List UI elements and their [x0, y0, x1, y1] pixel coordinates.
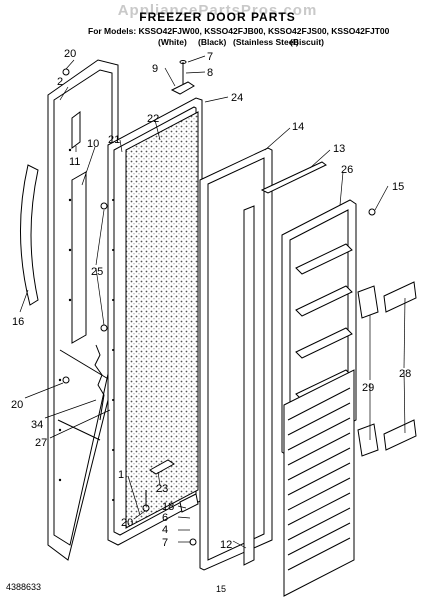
handle-trim-strip [71, 171, 87, 344]
top-hinge [170, 60, 195, 95]
callout-34: 34 [31, 419, 43, 431]
callout-9: 9 [152, 63, 158, 75]
callout-16: 16 [12, 316, 24, 328]
header: AppliancePartsPros.com FREEZER DOOR PART… [0, 0, 435, 60]
callout-2: 2 [57, 76, 63, 88]
callout-24: 24 [231, 92, 243, 104]
door-shelves [295, 243, 353, 401]
callout-20: 20 [64, 48, 76, 60]
callout-4: 4 [162, 524, 168, 536]
lower-liner [283, 369, 355, 597]
shelf-front [383, 281, 417, 313]
wire [94, 344, 105, 421]
models-label: For Models: KSSO42FJW00, KSSO42FJB00, KS… [88, 26, 390, 36]
watermark: AppliancePartsPros.com [117, 2, 318, 19]
callout-18: 18 [162, 501, 174, 513]
callout-11: 11 [69, 156, 80, 168]
callout-1: 1 [118, 469, 124, 481]
callout-labels: 2021110251620342797821242214132615282912… [11, 48, 411, 551]
callout-14: 14 [292, 121, 304, 133]
shelf-end-cap [357, 285, 379, 319]
callout-7: 7 [207, 51, 213, 63]
color-white: (White) [158, 37, 187, 47]
document-number: 4388633 [6, 582, 42, 592]
door-gasket [199, 147, 273, 571]
callout-25: 25 [91, 266, 103, 278]
insulation-panel [125, 111, 199, 529]
callout-23: 23 [156, 483, 168, 495]
callout-21: 21 [108, 134, 120, 146]
callout-8: 8 [207, 67, 213, 79]
color-biscuit: (Biscuit) [290, 37, 324, 47]
door-trim [260, 161, 327, 194]
callout-20: 20 [11, 399, 23, 411]
shelf-front [383, 419, 417, 451]
page-number: 15 [216, 584, 227, 594]
page-title: FREEZER DOOR PARTS [139, 10, 296, 24]
callout-7: 7 [162, 537, 168, 549]
callout-26: 26 [341, 164, 353, 176]
callout-15: 15 [392, 181, 404, 193]
callout-12: 12 [220, 539, 232, 551]
callout-27: 27 [35, 437, 47, 449]
callout-6: 6 [162, 512, 168, 524]
color-stainless: (Stainless Steel) [233, 37, 299, 47]
callout-28: 28 [399, 368, 411, 380]
callout-10: 10 [87, 138, 99, 150]
callout-29: 29 [362, 382, 374, 394]
callout-20: 20 [121, 517, 133, 529]
shelf-end-cap [357, 423, 379, 457]
callout-22: 22 [147, 113, 159, 125]
door-handle [20, 164, 39, 306]
callout-13: 13 [333, 143, 345, 155]
breaker-strip [243, 205, 255, 566]
leader-lines [19, 55, 406, 549]
hinge-bracket [71, 111, 81, 149]
color-black: (Black) [198, 37, 227, 47]
